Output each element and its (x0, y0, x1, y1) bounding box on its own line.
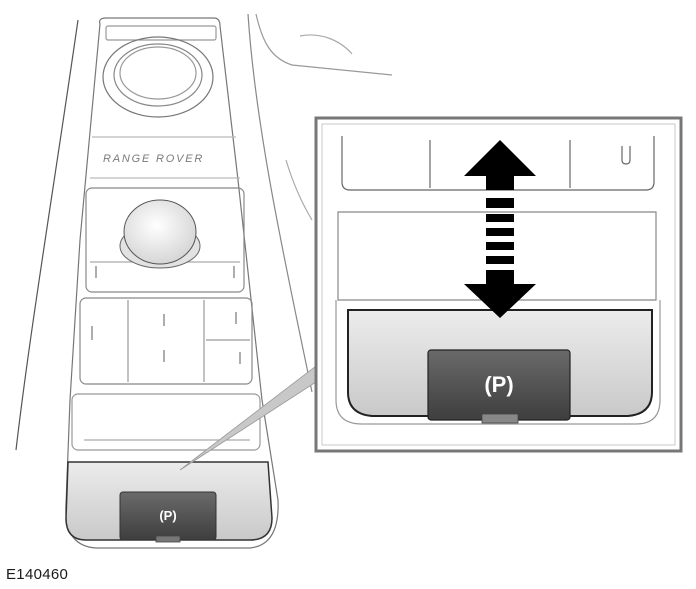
inset-parking-brake-icon: (P) (484, 372, 513, 397)
centre-console (15, 13, 393, 549)
brand-lettering: RANGE ROVER (103, 153, 204, 165)
up-down-arrow-icon (464, 140, 536, 318)
parking-brake-icon: (P) (159, 508, 176, 523)
callout-pointer (179, 365, 317, 471)
parking-brake-switch[interactable]: (P) (427, 349, 571, 424)
rotary-knob (119, 199, 201, 269)
console-parking-brake-switch[interactable]: (P) (119, 491, 217, 543)
figure-code: E140460 (6, 566, 69, 583)
